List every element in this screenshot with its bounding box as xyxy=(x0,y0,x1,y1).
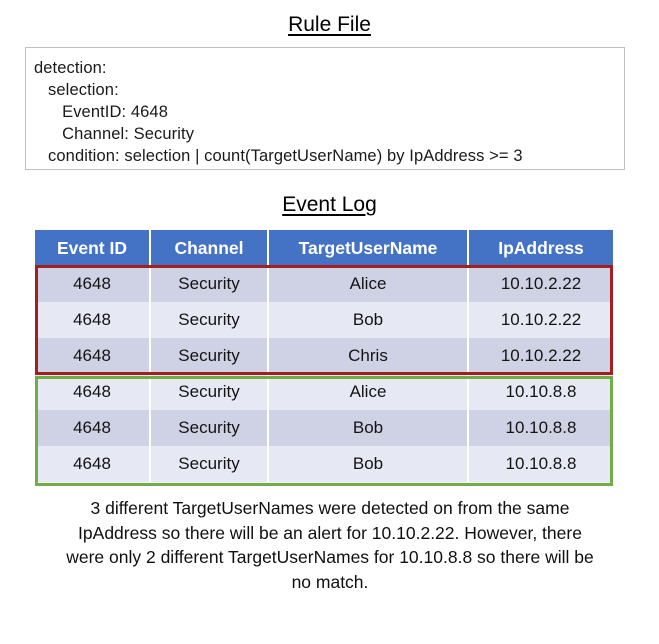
event-log-title-text: Event Log xyxy=(282,193,377,216)
cell-ipaddress: 10.10.2.22 xyxy=(467,266,613,302)
cell-ipaddress: 10.10.8.8 xyxy=(467,446,613,482)
rule-file-title: Rule File xyxy=(0,12,659,38)
table-row: 4648 Security Alice 10.10.8.8 xyxy=(35,374,613,410)
cell-ipaddress: 10.10.2.22 xyxy=(467,302,613,338)
explanation-caption: 3 different TargetUserNames were detecte… xyxy=(66,498,594,592)
column-header-channel: Channel xyxy=(149,230,269,266)
event-log-title: Event Log xyxy=(0,192,659,218)
event-log-table: Event ID Channel TargetUserName IpAddres… xyxy=(35,230,613,482)
cell-event-id: 4648 xyxy=(35,338,151,374)
cell-ipaddress: 10.10.8.8 xyxy=(467,410,613,446)
rule-line-detection: detection: xyxy=(34,59,107,77)
column-header-ipaddress: IpAddress xyxy=(467,230,613,266)
table-row: 4648 Security Bob 10.10.2.22 xyxy=(35,302,613,338)
cell-targetusername: Bob xyxy=(267,410,469,446)
cell-event-id: 4648 xyxy=(35,374,151,410)
table-row: 4648 Security Alice 10.10.2.22 xyxy=(35,266,613,302)
cell-targetusername: Bob xyxy=(267,302,469,338)
cell-event-id: 4648 xyxy=(35,266,151,302)
cell-event-id: 4648 xyxy=(35,446,151,482)
cell-channel: Security xyxy=(149,374,269,410)
cell-ipaddress: 10.10.8.8 xyxy=(467,374,613,410)
cell-ipaddress: 10.10.2.22 xyxy=(467,338,613,374)
cell-targetusername: Bob xyxy=(267,446,469,482)
cell-targetusername: Alice xyxy=(267,374,469,410)
table-header-row: Event ID Channel TargetUserName IpAddres… xyxy=(35,230,613,266)
cell-channel: Security xyxy=(149,302,269,338)
rule-file-box: detection: selection: EventID: 4648 Chan… xyxy=(25,47,625,170)
cell-channel: Security xyxy=(149,410,269,446)
rule-line-selection: selection: xyxy=(34,81,119,99)
rule-line-channel: Channel: Security xyxy=(34,125,195,143)
rule-file-title-text: Rule File xyxy=(288,13,371,36)
column-header-event-id: Event ID xyxy=(35,230,151,266)
cell-event-id: 4648 xyxy=(35,302,151,338)
column-header-targetusername: TargetUserName xyxy=(267,230,469,266)
cell-targetusername: Alice xyxy=(267,266,469,302)
cell-event-id: 4648 xyxy=(35,410,151,446)
cell-targetusername: Chris xyxy=(267,338,469,374)
rule-line-condition: condition: selection | count(TargetUserN… xyxy=(34,147,523,165)
table-row: 4648 Security Bob 10.10.8.8 xyxy=(35,410,613,446)
table-row: 4648 Security Chris 10.10.2.22 xyxy=(35,338,613,374)
cell-channel: Security xyxy=(149,266,269,302)
cell-channel: Security xyxy=(149,446,269,482)
table-row: 4648 Security Bob 10.10.8.8 xyxy=(35,446,613,482)
cell-channel: Security xyxy=(149,338,269,374)
rule-line-eventid: EventID: 4648 xyxy=(34,103,168,121)
